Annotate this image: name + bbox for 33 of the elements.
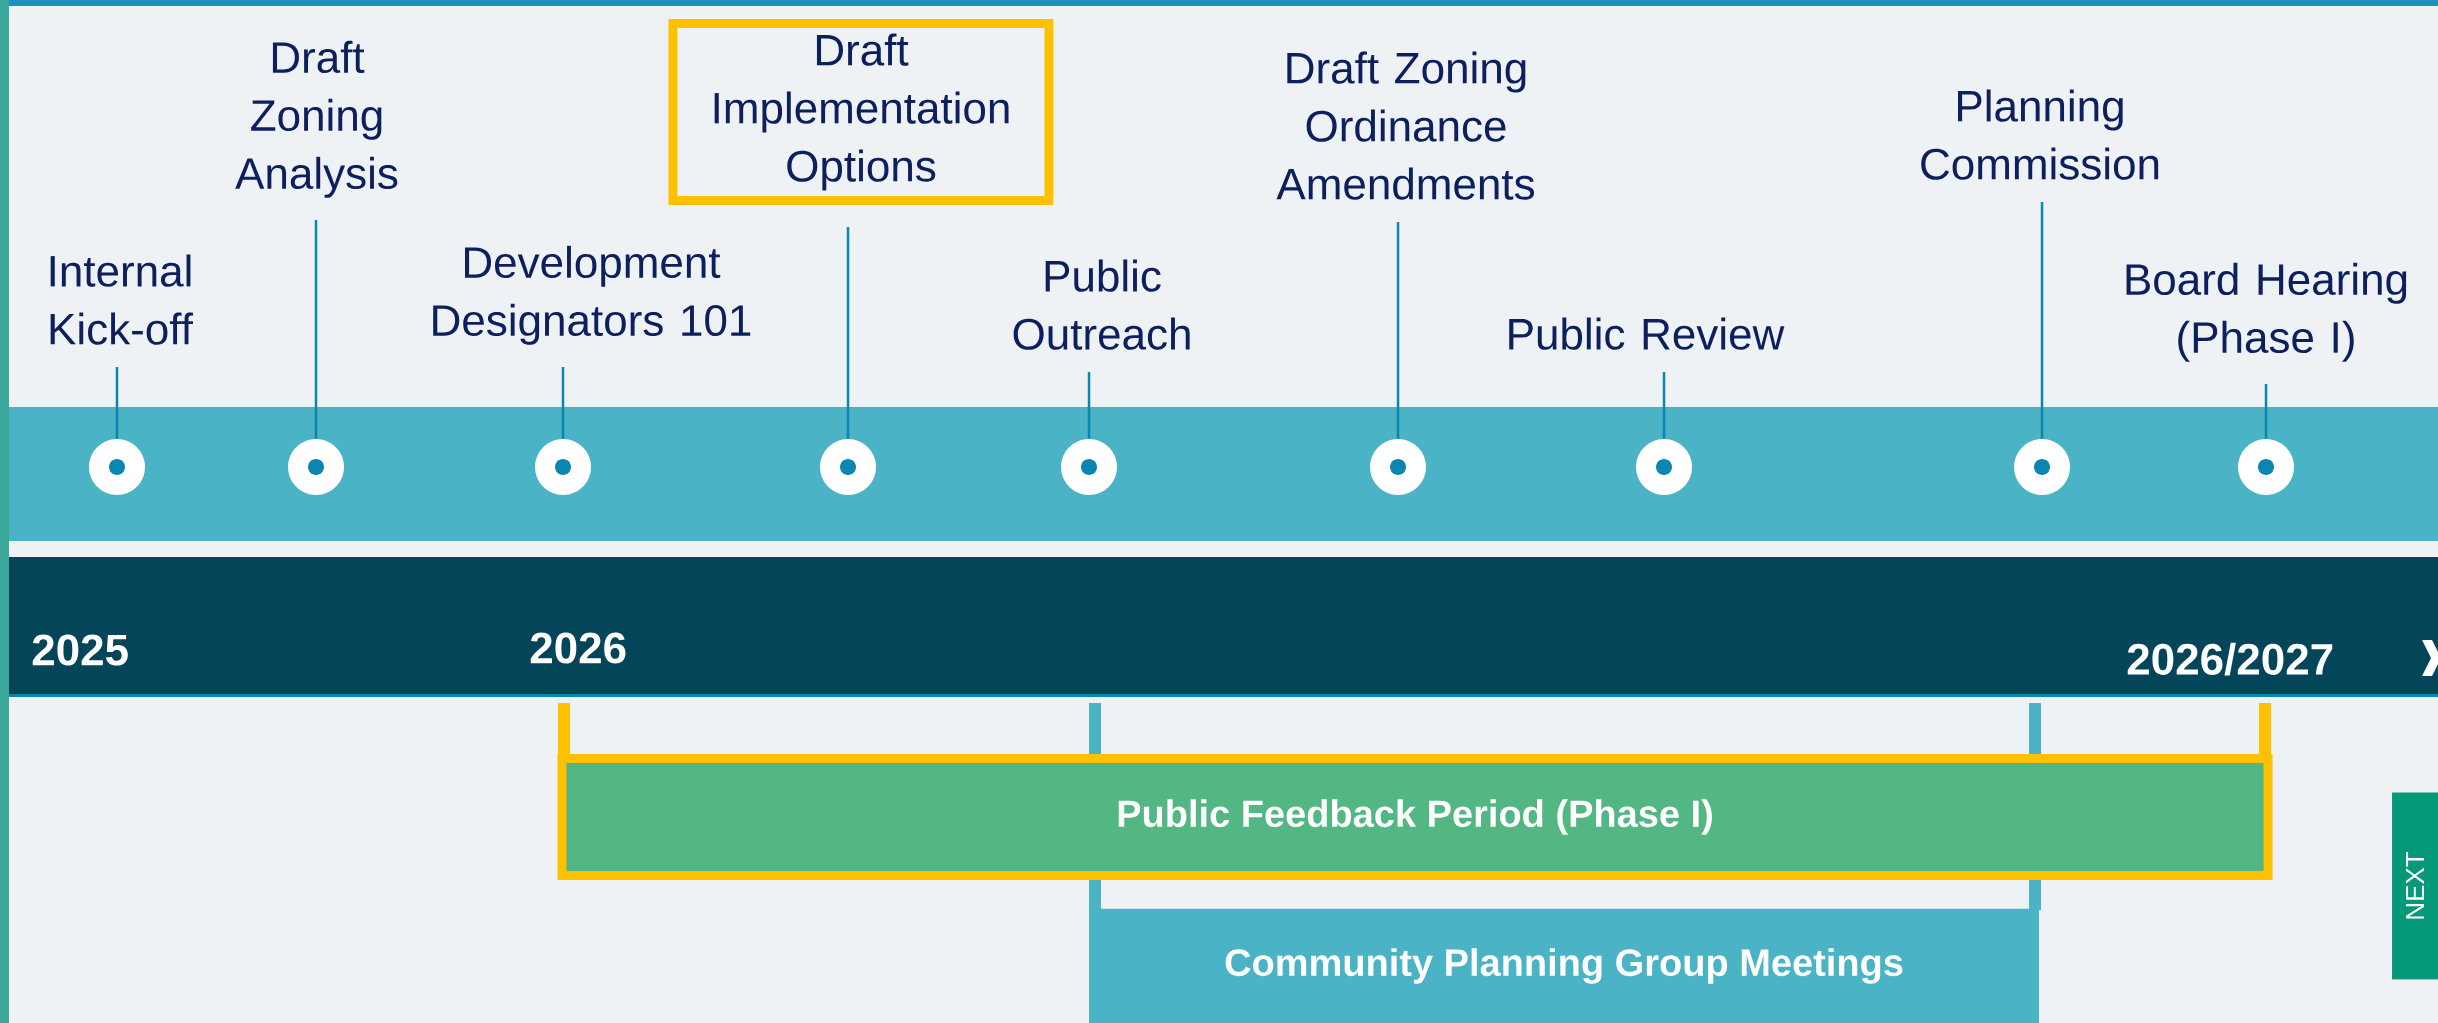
leader-line [2264,384,2268,439]
highlighted-milestone-label: Draft Implementation Options [668,19,1054,205]
leader-line [846,227,850,439]
milestone-marker [535,439,591,495]
leader-line [1087,372,1091,439]
leader-line [314,220,318,439]
milestone-marker [288,439,344,495]
milestone-marker [1370,439,1426,495]
leader-line [1662,372,1666,439]
phase-bar: Public Feedback Period (Phase I) [557,754,2273,880]
milestone-label: Public Outreach [1013,259,1190,350]
leader-line [1396,222,1400,439]
milestone-label: Draft Zoning Analysis [235,40,398,198]
milestone-label: Development Designators 101 [433,245,751,345]
milestone-marker [1061,439,1117,495]
milestone-label: Planning Commission [1921,89,2159,180]
milestone-marker [89,439,145,495]
next-tab: NEXT [2392,792,2438,980]
year-label: 2026/2027 [2127,642,2333,676]
leader-line [2040,202,2044,439]
milestone-marker [1636,439,1692,495]
milestone-label: Board Hearing (Phase I) [2126,262,2407,362]
milestone-label: Internal Kick-off [50,254,193,345]
milestone-marker [820,439,876,495]
leader-line [115,367,119,439]
year-label: 2026 [530,632,626,664]
leader-line [561,367,565,439]
milestone-label: Draft Zoning Ordinance Amendments [1276,51,1534,200]
milestone-label: Public Review [1509,317,1785,350]
milestone-marker [2238,439,2295,495]
milestone-marker [2014,439,2071,495]
year-label: 2025 [32,634,128,666]
meetings-bar: Community Planning Group Meetings [1089,908,2040,1023]
